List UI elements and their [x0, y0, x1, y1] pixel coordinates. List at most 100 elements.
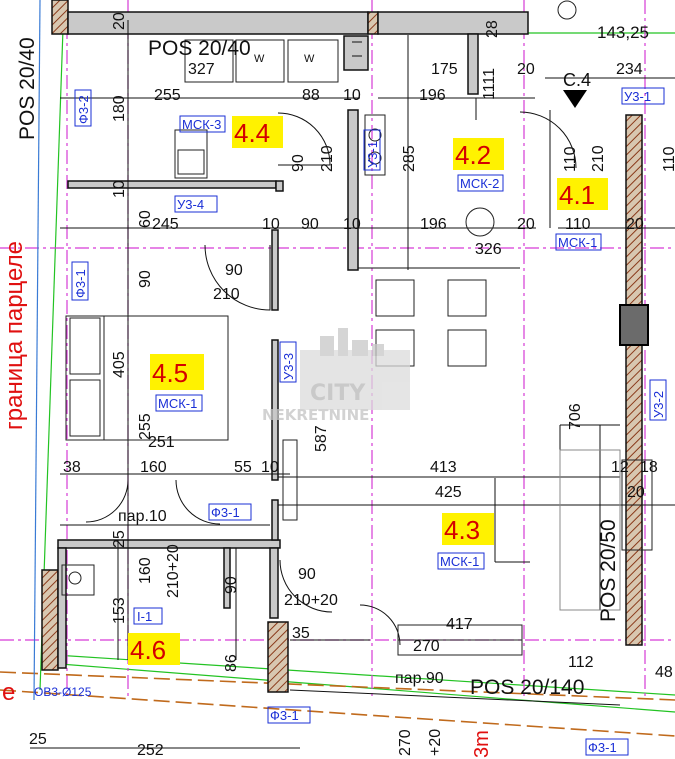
- dim: 20: [517, 61, 535, 78]
- dim: 285: [401, 145, 418, 172]
- dim: 38: [63, 459, 81, 476]
- dim: 25: [111, 530, 128, 548]
- dim: 210+20: [165, 544, 182, 598]
- dim: W: [254, 53, 265, 65]
- pos-side-label: POS 20/40: [16, 37, 39, 140]
- dim: 1111: [481, 68, 498, 100]
- dim: 110: [562, 146, 579, 172]
- dimension-labels-vertical: 20 28 1111 180 90 210 285 110 210 110 10…: [111, 12, 675, 758]
- code-f3-2: Ф3-2: [76, 95, 91, 124]
- dim: 3m: [471, 730, 493, 758]
- dim: 20: [517, 216, 535, 233]
- dim: 20: [626, 216, 644, 233]
- code-u3-3: У3-3: [281, 353, 296, 380]
- elevation-label: 143,25: [597, 23, 649, 42]
- room-4-5-number: 4.5: [152, 358, 188, 388]
- dim: 251: [148, 434, 175, 451]
- dim: 20: [111, 12, 128, 30]
- watermark: CITY NEKRETNINE: [262, 328, 410, 424]
- dim: 28: [484, 20, 501, 38]
- room-4-1-number: 4.1: [559, 180, 595, 210]
- room-4-6-number: 4.6: [130, 635, 166, 665]
- dim: 234: [616, 61, 643, 78]
- dim: 706: [567, 403, 584, 430]
- doors: [85, 111, 577, 646]
- watermark-line-1: CITY: [310, 381, 366, 406]
- dim: 112: [568, 654, 594, 671]
- code-u3-1-stove: У3-1: [365, 141, 380, 168]
- dim: 413: [430, 459, 457, 476]
- dim: 326: [475, 241, 502, 258]
- dimension-labels: 327 W W 175 20 234 255 88 10 196 245 10 …: [29, 53, 673, 759]
- room-4-4-number: 4.4: [234, 118, 270, 148]
- dim: 90: [290, 154, 307, 172]
- section-marker: C.4: [563, 70, 591, 90]
- room-4-3-number: 4.3: [444, 515, 480, 545]
- dim: 175: [431, 61, 458, 78]
- dim: 196: [420, 216, 447, 233]
- dim: 20: [627, 484, 645, 501]
- dim: 255: [154, 87, 181, 104]
- dim: 90: [298, 566, 316, 583]
- code-f3-1-bottom: Ф3-1: [270, 708, 299, 723]
- dim: 10: [343, 87, 361, 104]
- dim: 110: [565, 216, 591, 233]
- dim: 417: [446, 616, 473, 633]
- dim: 90: [223, 576, 240, 594]
- dim: 210: [319, 145, 336, 172]
- dim: 210: [213, 286, 240, 303]
- dim: пар.90: [395, 670, 444, 687]
- dim: W: [304, 53, 315, 65]
- dim: 210: [590, 145, 607, 172]
- dim: 270: [413, 638, 440, 655]
- dim: 60: [137, 210, 154, 228]
- dim: 160: [140, 459, 167, 476]
- code-u3-4: У3-4: [177, 197, 204, 212]
- dim: 245: [152, 216, 179, 233]
- room-4-6-code: I-1: [137, 609, 152, 624]
- room-4-2-number: 4.2: [455, 140, 491, 170]
- dim: 160: [137, 557, 154, 584]
- dim: 255: [137, 413, 154, 440]
- room-4-3-code: МСК-1: [440, 554, 479, 569]
- code-ov3: ОВ3-Ø125: [34, 685, 92, 699]
- dim: 90: [137, 270, 154, 288]
- dim: 425: [435, 484, 462, 501]
- dim: 88: [302, 87, 320, 104]
- dim: 12: [611, 459, 629, 476]
- dim: 405: [111, 351, 128, 378]
- dim: 90: [301, 216, 319, 233]
- furniture: [61, 0, 653, 656]
- code-f3-1-left: Ф3-1: [73, 269, 88, 298]
- pos-right-label: POS 20/50: [597, 519, 620, 622]
- dim: 10: [262, 216, 280, 233]
- walls: [41, 0, 649, 693]
- dim: 196: [419, 87, 446, 104]
- dim: 327: [188, 61, 215, 78]
- dim: 10: [111, 180, 128, 198]
- dim: 587: [313, 425, 330, 452]
- dim: 10: [343, 216, 361, 233]
- dim: 180: [111, 95, 128, 122]
- room-4-2-code: МСК-2: [460, 176, 499, 191]
- code-f3-1-br: Ф3-1: [588, 740, 617, 755]
- room-4-5-code: МСК-1: [158, 396, 197, 411]
- dim: 110: [661, 146, 675, 172]
- dim: 210+20: [284, 592, 338, 609]
- dim: 25: [29, 731, 47, 748]
- code-u3-2: У3-2: [651, 391, 666, 418]
- dim: 48: [655, 664, 673, 681]
- dim: пар.10: [118, 508, 167, 525]
- code-f3-1-mid: Ф3-1: [211, 505, 240, 520]
- dim: 10: [261, 459, 279, 476]
- room-4-4-code: МСК-3: [182, 117, 221, 132]
- dim: 252: [137, 742, 164, 759]
- dim: 55: [234, 459, 252, 476]
- dim: 35: [292, 625, 310, 642]
- code-u3-1-top: У3-1: [624, 89, 651, 104]
- room-4-1-code: МСК-1: [558, 235, 597, 250]
- dim: 153: [111, 597, 128, 624]
- pos-top-label: POS 20/40: [148, 37, 251, 60]
- dim: 270: [397, 729, 414, 756]
